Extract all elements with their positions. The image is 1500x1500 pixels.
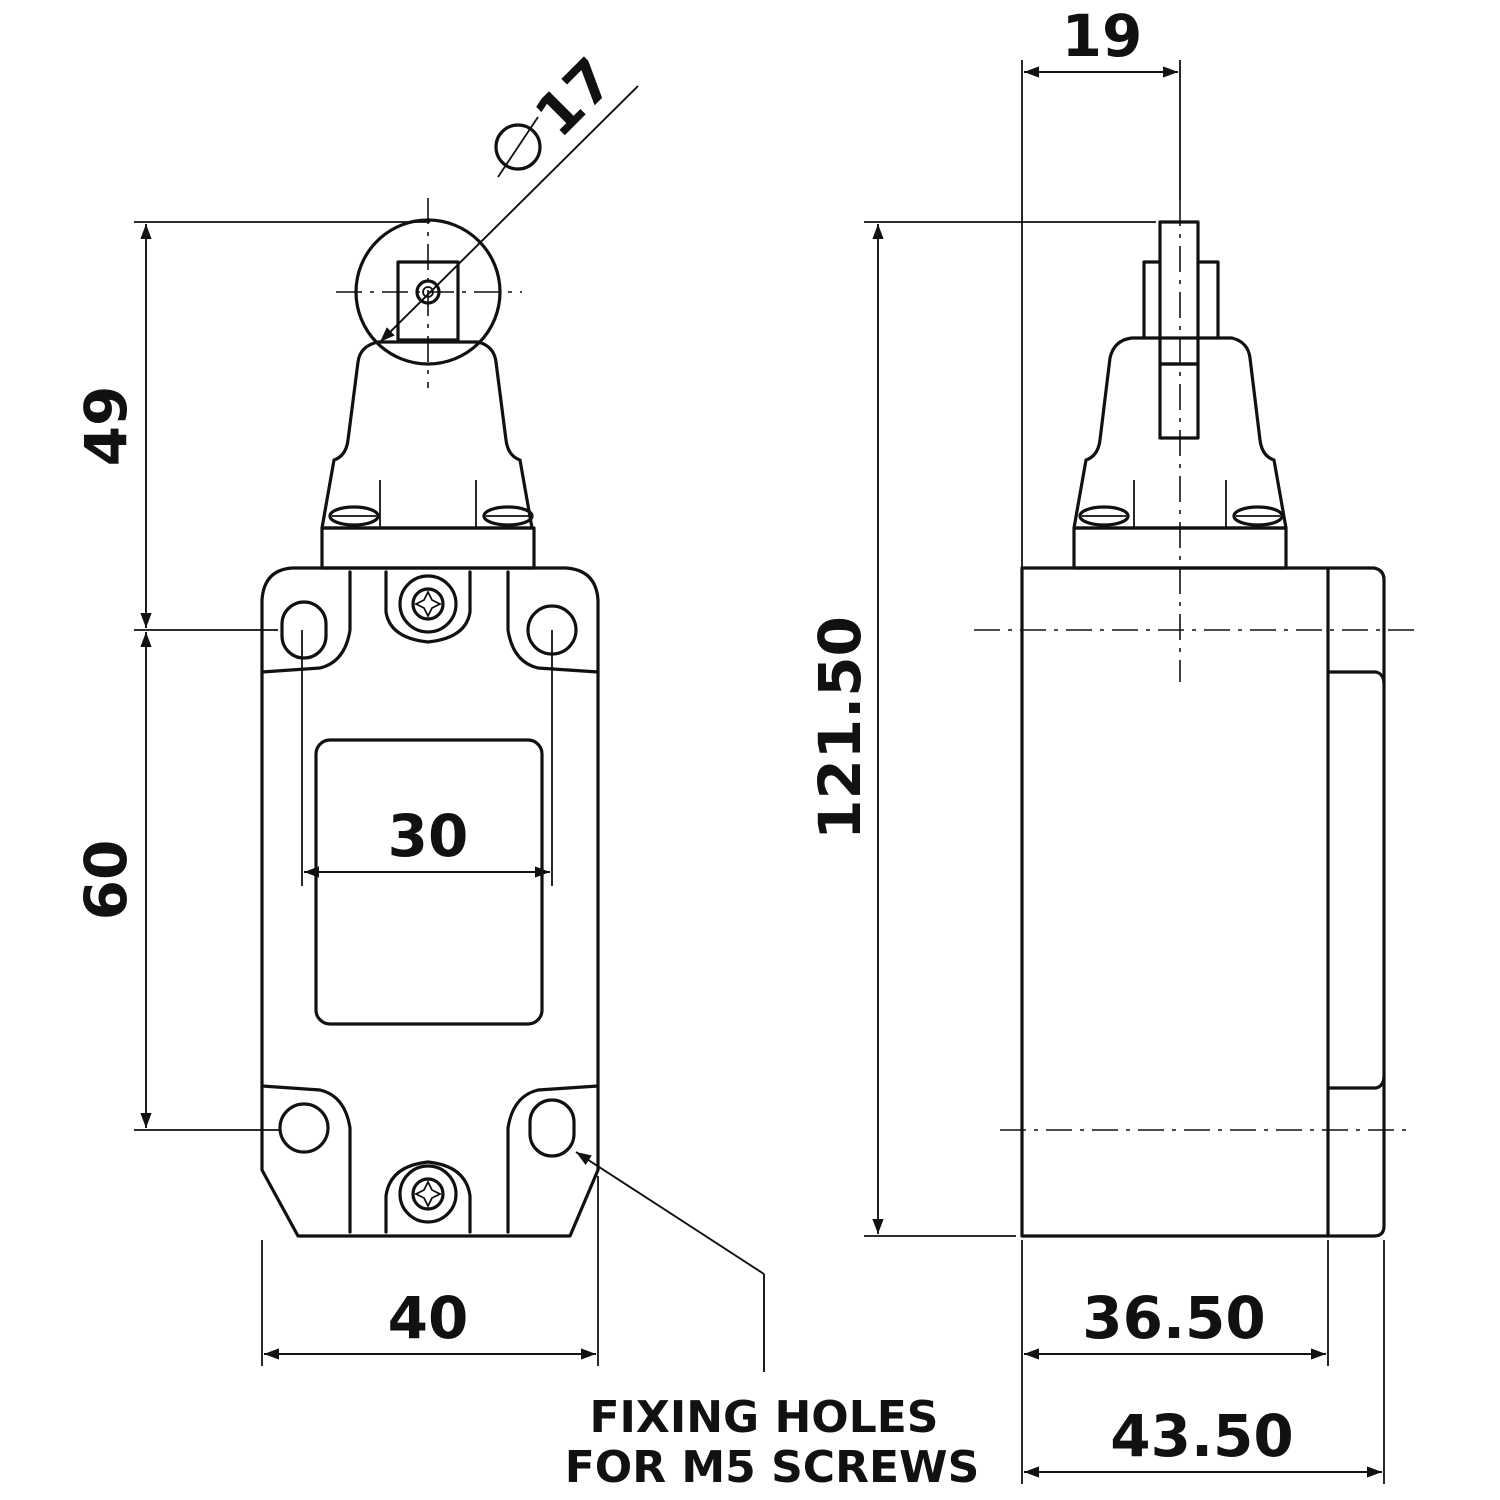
dim-actuator-height-label: 49 — [72, 386, 140, 467]
dim-actuator-height: 49 — [72, 221, 430, 631]
dim-total-depth: 43.50 — [1024, 1240, 1385, 1484]
side-switch-body — [1020, 566, 1386, 1238]
dim-mounting-vertical: 60 — [72, 632, 280, 1131]
front-actuator-head — [320, 340, 536, 570]
side-centre-lines — [974, 200, 1418, 1131]
dim-actuator-width-label: 19 — [1062, 2, 1143, 70]
dim-mounting-horizontal-label: 30 — [388, 802, 469, 870]
dim-overall-height-label: 121.50 — [806, 616, 874, 840]
fixing-holes-note: FIXING HOLES FOR M5 SCREWS — [565, 1392, 980, 1493]
dim-actuator-width: 19 — [1021, 2, 1181, 568]
front-centre-lines — [336, 198, 522, 388]
front-view: 17 49 60 30 40 — [72, 45, 765, 1372]
note-line-1: FIXING HOLES — [590, 1392, 939, 1443]
dim-total-depth-label: 43.50 — [1110, 1402, 1293, 1470]
dim-body-depth-label: 36.50 — [1082, 1284, 1265, 1352]
dim-mounting-horizontal: 30 — [301, 630, 553, 886]
note-line-2: FOR M5 SCREWS — [565, 1442, 980, 1493]
side-actuator-lever — [1142, 220, 1220, 440]
dim-body-width: 40 — [261, 1176, 599, 1366]
dim-body-width-label: 40 — [388, 1284, 469, 1352]
side-view: 19 121.50 36.50 43.50 — [806, 2, 1418, 1484]
front-switch-body — [260, 566, 600, 1238]
dim-mounting-vertical-label: 60 — [72, 840, 140, 921]
dim-body-depth: 36.50 — [1021, 1240, 1329, 1484]
dim-overall-height: 121.50 — [806, 221, 1156, 1237]
fixing-hole-leader — [575, 1151, 765, 1372]
